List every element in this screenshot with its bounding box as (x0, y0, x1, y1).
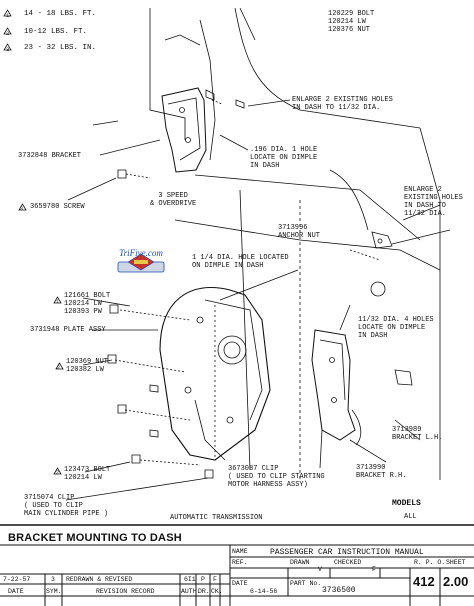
tb-name-label: NAME (232, 548, 248, 555)
label-automatic-transmission: AUTOMATIC TRANSMISSION (170, 514, 263, 522)
label-3-speed: 3 SPEED& OVERDRIVE (150, 192, 197, 208)
tb-drawn-label: DRAWN (290, 559, 310, 566)
rev-h-sym: SYM. (46, 588, 62, 595)
rev-by: P (201, 576, 205, 583)
torque-legend-3: 23 - 32 LBS. IN. (24, 44, 97, 52)
torque-legend-1: 14 - 18 LBS. FT. (24, 10, 97, 18)
label-bracket: 3732848 BRACKET (18, 152, 82, 160)
legend-num-3: 3 (6, 46, 10, 53)
tb-ref-label: REF. (232, 559, 248, 566)
label-models: MODELS (392, 499, 421, 508)
rev-h-record: REVISION RECORD (96, 588, 155, 595)
tb-checked-label: CHECKED (334, 559, 362, 566)
rev-h-date: DATE (8, 588, 24, 595)
page-title: BRACKET MOUNTING TO DASH (8, 532, 182, 544)
tb-sheet-value: 2.00 (443, 574, 469, 589)
label-plate-assy: 3731948 PLATE ASSY (30, 326, 106, 334)
tb-checked-value: F (372, 566, 376, 573)
tb-part-label: PART No. (290, 580, 322, 587)
tb-date-label: DATE (232, 580, 248, 587)
legend-num-2: 2 (6, 30, 10, 37)
label-screw: 3659780 SCREW (30, 203, 85, 211)
rev-h-ck: CK. (211, 588, 223, 595)
callout-num: 3 (20, 206, 24, 212)
tb-drawn-value: V (318, 566, 322, 573)
rev-text: REDRAWN & REVISED (66, 576, 133, 583)
torque-legend-2: 10-12 LBS. FT. (24, 28, 88, 36)
callout-num: 2 (57, 365, 61, 371)
callout-num: 1 (56, 299, 60, 305)
tb-rpo-label: R. P. O. (414, 559, 446, 566)
tb-sheet-label: SHEET (446, 559, 466, 566)
rev-date: 7-22-57 (3, 576, 31, 583)
legend-num-1: 1 (6, 12, 10, 19)
tb-date-value: 6-14-56 (250, 588, 278, 595)
label-models-all: ALL (404, 513, 417, 521)
rev-chk: F (213, 576, 217, 583)
rev-sym: 3 (51, 576, 55, 583)
trifive-logo: TriFive.com (119, 248, 163, 258)
rev-h-dr: DR. (198, 588, 210, 595)
tb-part-value: 3736500 (322, 586, 356, 595)
rev-h-auth: AUTH. (181, 588, 201, 595)
rev-num: 6I1 (184, 576, 196, 583)
tb-rpo-value: 412 (413, 574, 435, 589)
tb-name-value: PASSENGER CAR INSTRUCTION MANUAL (270, 548, 424, 557)
callout-num: 2 (56, 470, 60, 476)
